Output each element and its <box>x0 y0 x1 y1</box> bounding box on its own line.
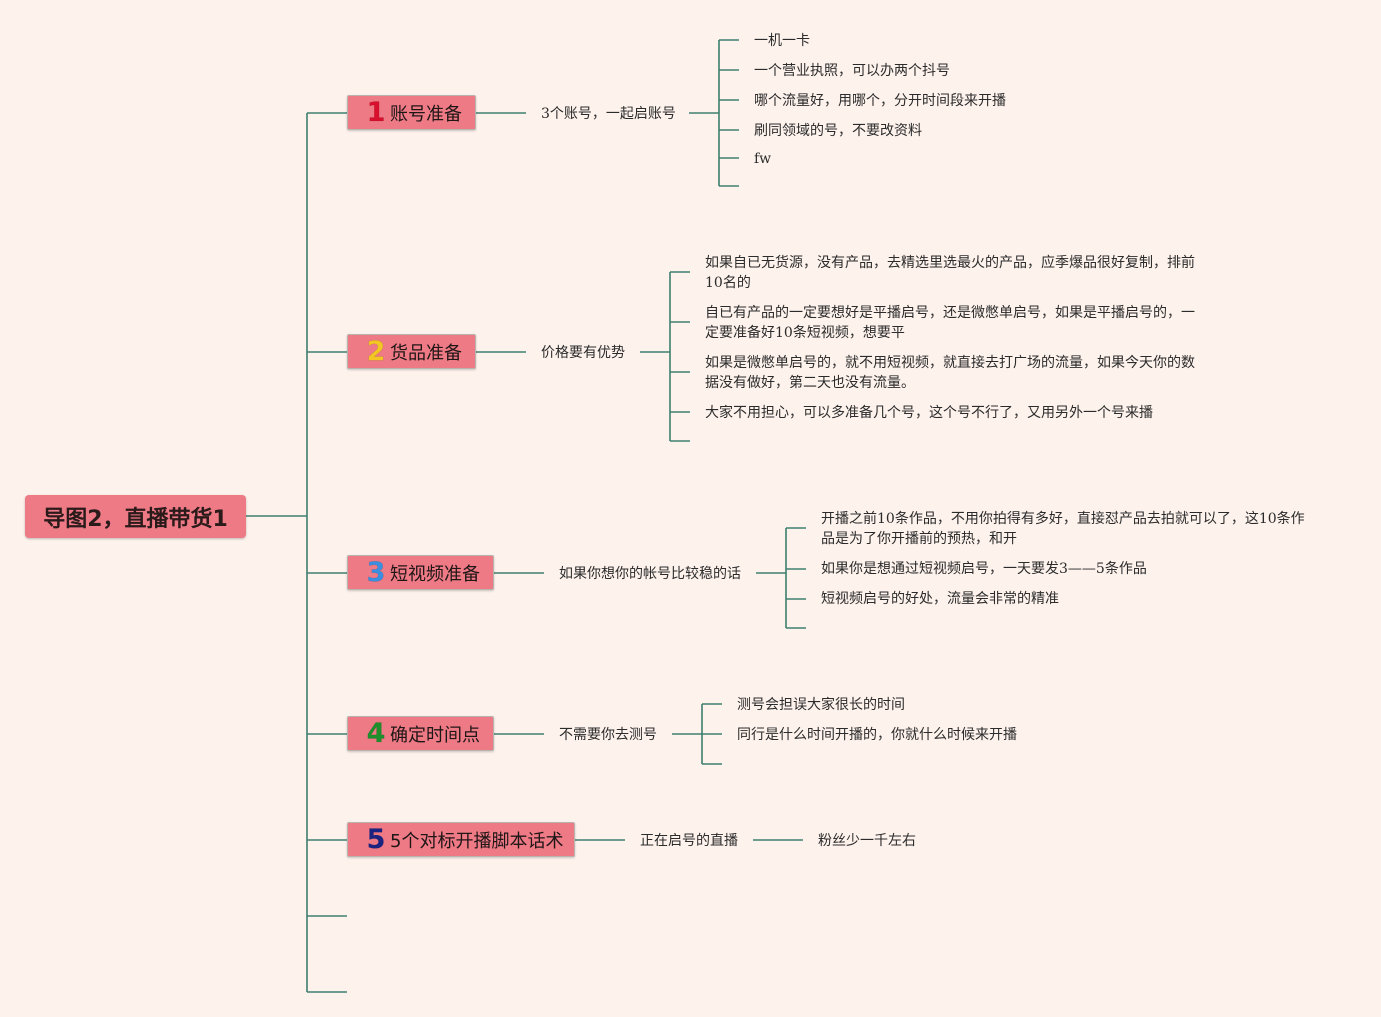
leaf-item[interactable]: 如果你是想通过短视频启号，一天要发3——5条作品 <box>821 561 1147 577</box>
leaf-item[interactable]: fw <box>754 151 772 167</box>
topic-script[interactable]: 5 5个对标开播脚本话术 <box>347 822 575 857</box>
leaf-item[interactable]: 测号会担误大家很长的时间 <box>737 697 905 713</box>
root-topic[interactable]: 导图2，直播带货1 <box>25 495 246 538</box>
leaf-item[interactable]: 大家不用担心，可以多准备几个号，这个号不行了，又用另外一个号来播 <box>705 405 1153 421</box>
topic-label: 5个对标开播脚本话术 <box>390 830 564 852</box>
leaf-item[interactable]: 短视频启号的好处，流量会非常的精准 <box>821 591 1059 607</box>
leaf-item[interactable]: 如果是微憋单启号的，就不用短视频，就直接去打广场的流量，如果今天你的数据没有做好… <box>705 355 1195 391</box>
topic-timing[interactable]: 4 确定时间点 <box>347 716 494 751</box>
number-4-icon: 4 <box>366 718 386 750</box>
subtopic-live[interactable]: 正在启号的直播 <box>640 833 738 849</box>
topic-goods-prep[interactable]: 2 货品准备 <box>347 334 476 369</box>
topic-label: 确定时间点 <box>390 724 480 746</box>
root-title: 导图2，直播带货1 <box>43 506 228 532</box>
number-3-icon: 3 <box>366 557 386 589</box>
topic-label: 货品准备 <box>390 342 462 364</box>
leaf-item[interactable]: 自已有产品的一定要想好是平播启号，还是微憋单启号，如果是平播启号的，一定要准备好… <box>705 305 1195 341</box>
topic-account-prep[interactable]: 1 账号准备 <box>347 95 476 130</box>
subtopic-price[interactable]: 价格要有优势 <box>541 345 625 361</box>
topic-short-video-prep[interactable]: 3 短视频准备 <box>347 555 494 590</box>
leaf-item[interactable]: 一个营业执照，可以办两个抖号 <box>754 63 950 79</box>
leaf-item[interactable]: 同行是什么时间开播的，你就什么时候来开播 <box>737 727 1017 743</box>
leaf-item[interactable]: 一机一卡 <box>754 33 810 49</box>
number-1-icon: 1 <box>366 97 386 129</box>
number-2-icon: 2 <box>366 336 386 368</box>
subtopic-account[interactable]: 3个账号，一起启账号 <box>541 106 676 122</box>
number-5-icon: 5 <box>366 824 386 856</box>
leaf-item[interactable]: 哪个流量好，用哪个，分开时间段来开播 <box>754 93 1006 109</box>
subtopic-no-test[interactable]: 不需要你去测号 <box>559 727 657 743</box>
subtopic-stable-account[interactable]: 如果你想你的帐号比较稳的话 <box>559 566 741 582</box>
leaf-item[interactable]: 刷同领域的号，不要改资料 <box>754 123 922 139</box>
leaf-item[interactable]: 开播之前10条作品，不用你拍得有多好，直接怼产品去拍就可以了，这10条作品是为了… <box>821 511 1305 547</box>
leaf-item[interactable]: 粉丝少一千左右 <box>818 833 916 849</box>
topic-label: 短视频准备 <box>390 563 480 585</box>
topic-label: 账号准备 <box>390 103 462 125</box>
leaf-item[interactable]: 如果自已无货源，没有产品，去精选里选最火的产品，应季爆品很好复制，排前10名的 <box>705 255 1195 291</box>
